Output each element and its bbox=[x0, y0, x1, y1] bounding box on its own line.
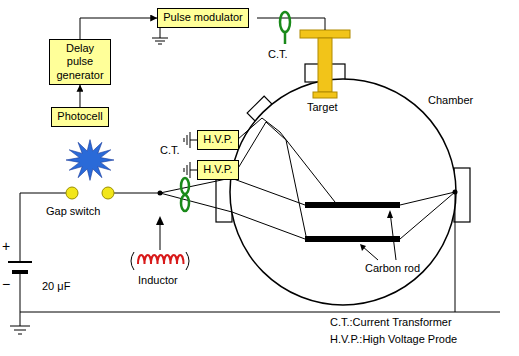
part-label: Carbon rod bbox=[365, 262, 420, 275]
instrument-box: H.V.P. bbox=[197, 160, 238, 179]
legend-note: H.V.P.:High Voltage Prode bbox=[330, 333, 457, 346]
instrument-box: Delay pulse generator bbox=[49, 39, 111, 85]
circuit-wire bbox=[114, 193, 160, 194]
current-transformer bbox=[181, 12, 290, 211]
box-label: H.V.P. bbox=[203, 133, 232, 146]
instrument-box: H.V.P. bbox=[197, 130, 238, 149]
carbon-rod bbox=[305, 202, 400, 208]
part-label: Inductor bbox=[138, 274, 178, 287]
capacitor-symbol bbox=[8, 261, 32, 263]
ground-wire bbox=[160, 28, 161, 38]
chamber-vessel bbox=[230, 79, 456, 305]
inductor-arrow bbox=[160, 222, 161, 250]
target-holder bbox=[300, 30, 350, 98]
inductor-symbol bbox=[138, 255, 184, 264]
part-label: Target bbox=[307, 101, 338, 114]
part-label: Gap switch bbox=[46, 205, 100, 218]
part-label: − bbox=[2, 276, 10, 293]
spark-flash bbox=[66, 140, 114, 181]
junction-dot bbox=[158, 191, 163, 196]
box-label: H.V.P. bbox=[203, 163, 232, 176]
gap-switch-electrode bbox=[66, 187, 78, 199]
box-label: Delay pulse generator bbox=[55, 42, 105, 82]
leader-line bbox=[390, 212, 396, 260]
part-label: 20 μF bbox=[42, 280, 70, 293]
circuit-wire bbox=[20, 192, 455, 312]
inductor-bracket bbox=[131, 252, 189, 270]
signal-arrow bbox=[79, 85, 80, 108]
probe-wire bbox=[237, 122, 306, 236]
part-label: Chamber bbox=[428, 94, 473, 107]
circuit-wire bbox=[160, 193, 305, 239]
signal-arrow bbox=[80, 18, 157, 39]
box-label: Pulse modulator bbox=[163, 11, 243, 24]
legend-note: C.T.:Current Transformer bbox=[330, 316, 452, 329]
part-label: C.T. bbox=[268, 48, 288, 61]
circuit-wire bbox=[400, 192, 455, 239]
gap-switch-electrode bbox=[102, 187, 114, 199]
instrument-box: Photocell bbox=[51, 107, 108, 126]
circuit-wire bbox=[20, 193, 66, 262]
probe-wire bbox=[237, 118, 335, 202]
capacitor-symbol bbox=[12, 270, 28, 274]
box-label: Photocell bbox=[57, 110, 102, 123]
part-label: + bbox=[2, 238, 10, 255]
leader-line bbox=[362, 246, 378, 260]
instrument-box: Pulse modulator bbox=[157, 8, 249, 27]
junction-dot bbox=[453, 190, 458, 195]
part-label: C.T. bbox=[160, 144, 180, 157]
carbon-rod bbox=[305, 236, 400, 242]
